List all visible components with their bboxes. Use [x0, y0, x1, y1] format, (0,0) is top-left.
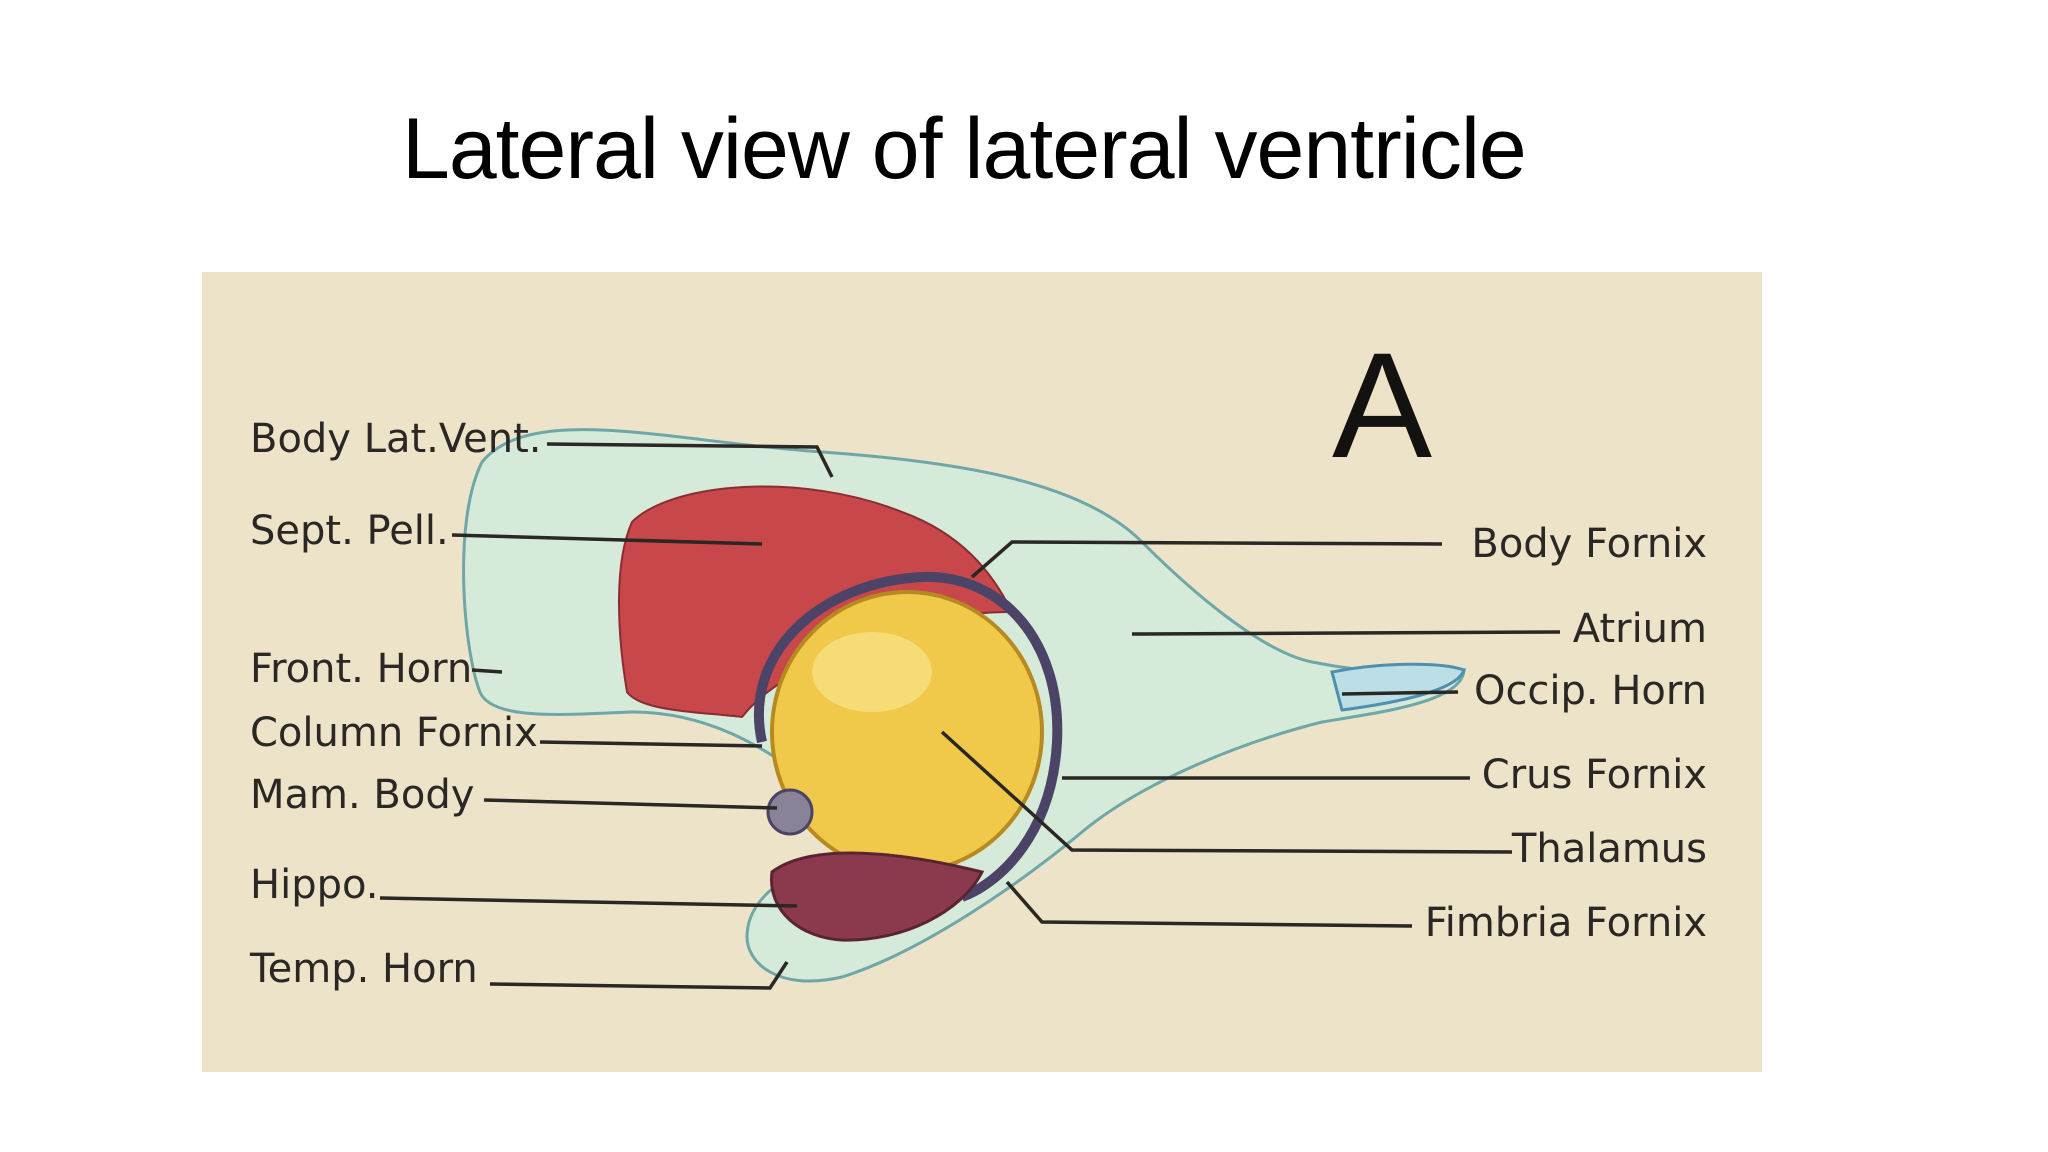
label-occip-horn: Occip. Horn — [1474, 668, 1707, 714]
leader-column-fornix — [539, 740, 763, 748]
mammillary-body-shape — [766, 788, 814, 836]
leader-temp-horn — [489, 961, 789, 990]
label-mam-body: Mam. Body — [250, 772, 474, 818]
leader-thalamus — [940, 730, 1513, 854]
ventricle-illustration: A Body Lat.Vent. Sept. Pell. Front. Horn… — [202, 272, 1762, 1072]
label-column-fornix: Column Fornix — [250, 710, 538, 756]
leader-body-lat-vent — [546, 442, 834, 478]
ventricle-figure: A Body Lat.Vent. Sept. Pell. Front. Horn… — [202, 272, 1762, 1072]
fornix-arc — [753, 571, 1063, 902]
leader-body-fornix — [970, 540, 1443, 579]
leader-hippo — [379, 896, 798, 908]
panel-letter: A — [1332, 321, 1432, 489]
leader-front-horn — [471, 668, 503, 674]
label-body-fornix: Body Fornix — [1471, 521, 1707, 567]
slide-title: Lateral view of lateral ventricle — [402, 101, 1527, 197]
leader-mam-body — [483, 798, 778, 810]
label-fimbria-fornix: Fimbria Fornix — [1425, 900, 1707, 946]
label-crus-fornix: Crus Fornix — [1482, 752, 1707, 798]
thalamus-highlight — [812, 632, 932, 712]
label-front-horn: Front. Horn — [250, 646, 472, 692]
label-thalamus: Thalamus — [1511, 826, 1707, 872]
thalamus-shape — [770, 590, 1044, 874]
label-body-lat-vent: Body Lat.Vent. — [250, 416, 542, 462]
label-temp-horn: Temp. Horn — [249, 946, 478, 992]
label-atrium: Atrium — [1573, 606, 1707, 652]
hippocampus-shape — [770, 851, 985, 942]
label-hippo: Hippo. — [250, 862, 378, 908]
leader-atrium — [1131, 630, 1561, 636]
occipital-horn-shape — [1330, 662, 1466, 712]
leader-occip-horn — [1341, 690, 1459, 696]
leader-fimbria-fornix — [1005, 880, 1413, 928]
label-sept-pell: Sept. Pell. — [250, 508, 449, 554]
leader-sept-pell — [451, 533, 763, 546]
